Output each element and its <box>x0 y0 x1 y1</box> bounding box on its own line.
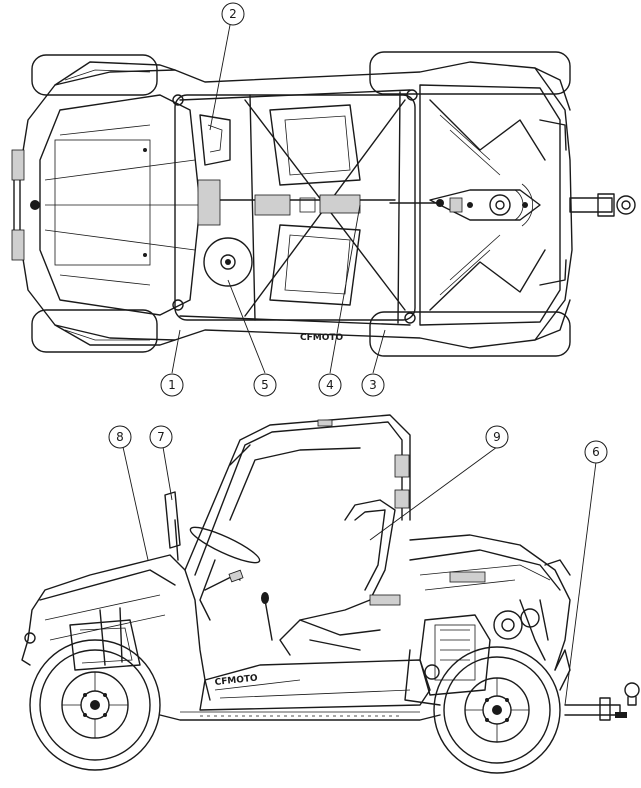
callout-4: 4 <box>318 373 342 397</box>
side-hitch-ball <box>624 682 640 698</box>
side-rocker-panel <box>199 659 431 711</box>
side-rear-body <box>409 534 571 671</box>
top-hitch-ball <box>616 195 636 215</box>
side-gear-shifter <box>264 599 273 641</box>
top-hood-panel <box>54 139 151 266</box>
top-view: CFMOTO <box>11 51 636 357</box>
side-front-body <box>27 554 211 701</box>
top-rear-right-wheel <box>369 311 571 357</box>
side-steering-wheel <box>189 526 261 564</box>
side-front-wheel <box>29 639 161 771</box>
svg-text:5: 5 <box>261 378 269 392</box>
top-seat-right <box>269 224 361 306</box>
callout-9: 9 <box>485 425 509 449</box>
side-view: CFMOTO <box>21 414 640 774</box>
top-hood <box>39 94 201 316</box>
svg-text:6: 6 <box>592 445 600 459</box>
top-front-right-wheel <box>31 309 158 353</box>
side-chassis <box>159 714 441 721</box>
side-hitch <box>564 704 621 716</box>
side-engine <box>419 614 491 696</box>
callout-3: 3 <box>361 373 385 397</box>
callout-5: 5 <box>253 373 277 397</box>
side-brand-text: CFMOTO <box>214 673 258 687</box>
side-rear-wheel <box>433 646 561 774</box>
svg-text:8: 8 <box>116 430 124 444</box>
top-seat-left <box>269 104 361 186</box>
top-rear-left-wheel <box>369 51 571 95</box>
svg-text:3: 3 <box>369 378 377 392</box>
callout-7: 7 <box>149 425 173 449</box>
callout-2: 2 <box>221 2 245 26</box>
callout-1: 1 <box>160 373 184 397</box>
side-roll-cage <box>184 414 411 571</box>
svg-text:9: 9 <box>493 430 501 444</box>
top-hitch-bar <box>569 197 613 213</box>
callout-8: 8 <box>108 425 132 449</box>
top-steering-wheel <box>203 237 253 287</box>
svg-text:7: 7 <box>157 430 165 444</box>
svg-text:2: 2 <box>229 7 237 21</box>
top-front-left-wheel <box>31 54 158 96</box>
callout-6: 6 <box>584 440 608 464</box>
callouts: 1 2 3 4 5 6 7 8 <box>108 2 608 706</box>
top-rear-deck <box>419 84 561 326</box>
top-body-outline <box>19 61 573 349</box>
svg-text:CFMOTO: CFMOTO <box>300 333 343 343</box>
side-mirror <box>164 491 181 549</box>
svg-text:1: 1 <box>168 378 176 392</box>
svg-text:4: 4 <box>326 378 334 392</box>
side-seat <box>279 499 396 656</box>
